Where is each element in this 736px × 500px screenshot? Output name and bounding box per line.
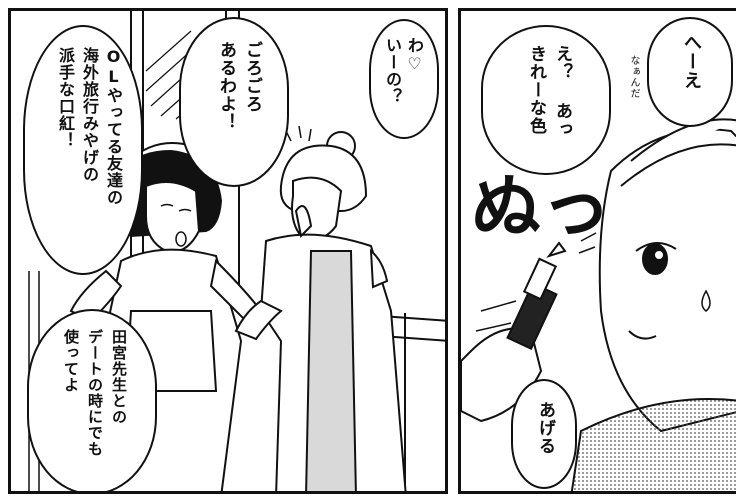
speech-balloon: あげる — [511, 379, 577, 489]
speech-balloon: 田宮先生との デートの時にでも 使ってよ — [27, 309, 157, 491]
balloon-text: 田宮先生との デートの時にでも 使ってよ — [62, 329, 128, 457]
panel-left: わ♡ いーの？ ごろごろ あるわよ！ OLやってる友達の 海外旅行みやげの 派手… — [8, 8, 448, 494]
speech-balloon: ごろごろ あるわよ！ — [179, 17, 289, 187]
small-aside-text: なぁんだ — [628, 55, 639, 99]
balloon-text: へーえ — [681, 33, 702, 90]
panel-right-art — [461, 118, 736, 491]
panel-right: ぬっ へーえ なぁんだ え？ あっ きれーな色 あげる — [458, 8, 736, 494]
balloon-text: ごろごろ あるわよ！ — [216, 41, 262, 131]
speech-balloon: へーえ — [647, 17, 733, 127]
speech-balloon: OLやってる友達の 海外旅行みやげの 派手な口紅！ — [23, 25, 143, 275]
sound-effect: ぬっ — [471, 165, 611, 248]
balloon-text: OLやってる友達の 海外旅行みやげの 派手な口紅！ — [56, 47, 123, 206]
balloon-text: わ♡ いーの？ — [383, 37, 424, 105]
speech-balloon: わ♡ いーの？ — [369, 19, 439, 139]
speech-balloon: え？ あっ きれーな色 — [481, 25, 611, 175]
balloon-text: あげる — [535, 401, 555, 455]
balloon-text: え？ あっ きれーな色 — [526, 45, 572, 138]
